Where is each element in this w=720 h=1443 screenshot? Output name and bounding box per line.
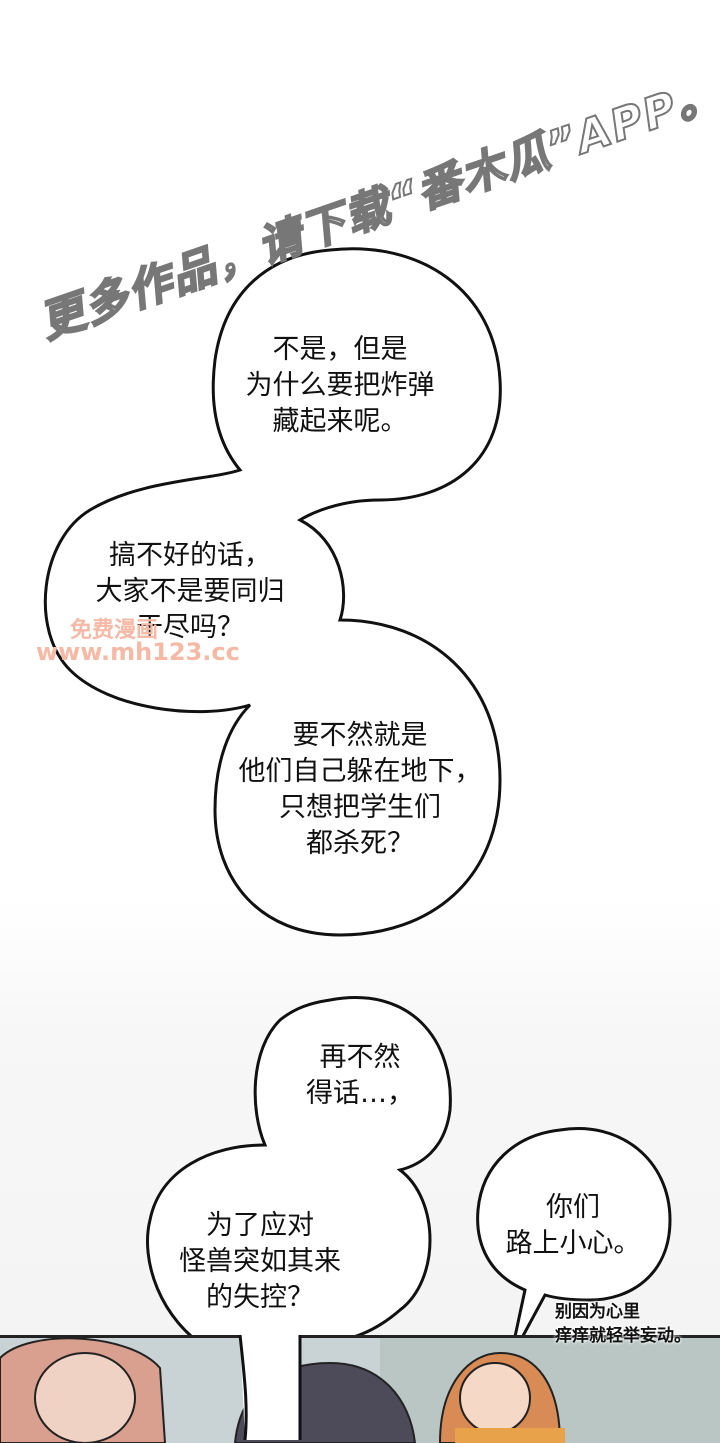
site-watermark-line1: 免费漫画 [70,618,159,643]
bubble-text-6: 你们 路上小心。 [505,1192,641,1259]
bubble-outline-3 [476,1127,672,1361]
bubble-text-5: 为了应对 怪兽突如其来 的失控？ [179,1210,341,1313]
bubble-text-1: 不是，但是 为什么要把炸弹 藏起来呢。 [245,334,435,437]
comic-panel-characters [0,1335,720,1443]
bubble-outline-1 [43,247,502,937]
bubble-text-4: 再不然 得话…， [306,1042,414,1109]
bubble-text-2: 搞不好的话， 大家不是要同归 于尽吗？ [95,540,285,643]
characters-illustration [0,1338,720,1443]
bubble-text-3: 要不然就是 他们自己躲在地下， 只想把学生们 都杀死？ [238,720,482,859]
side-caption: 别因为心里 痒痒就轻举妄动。 [555,1302,691,1346]
site-watermark-line2: www.mh123.cc [36,638,240,666]
